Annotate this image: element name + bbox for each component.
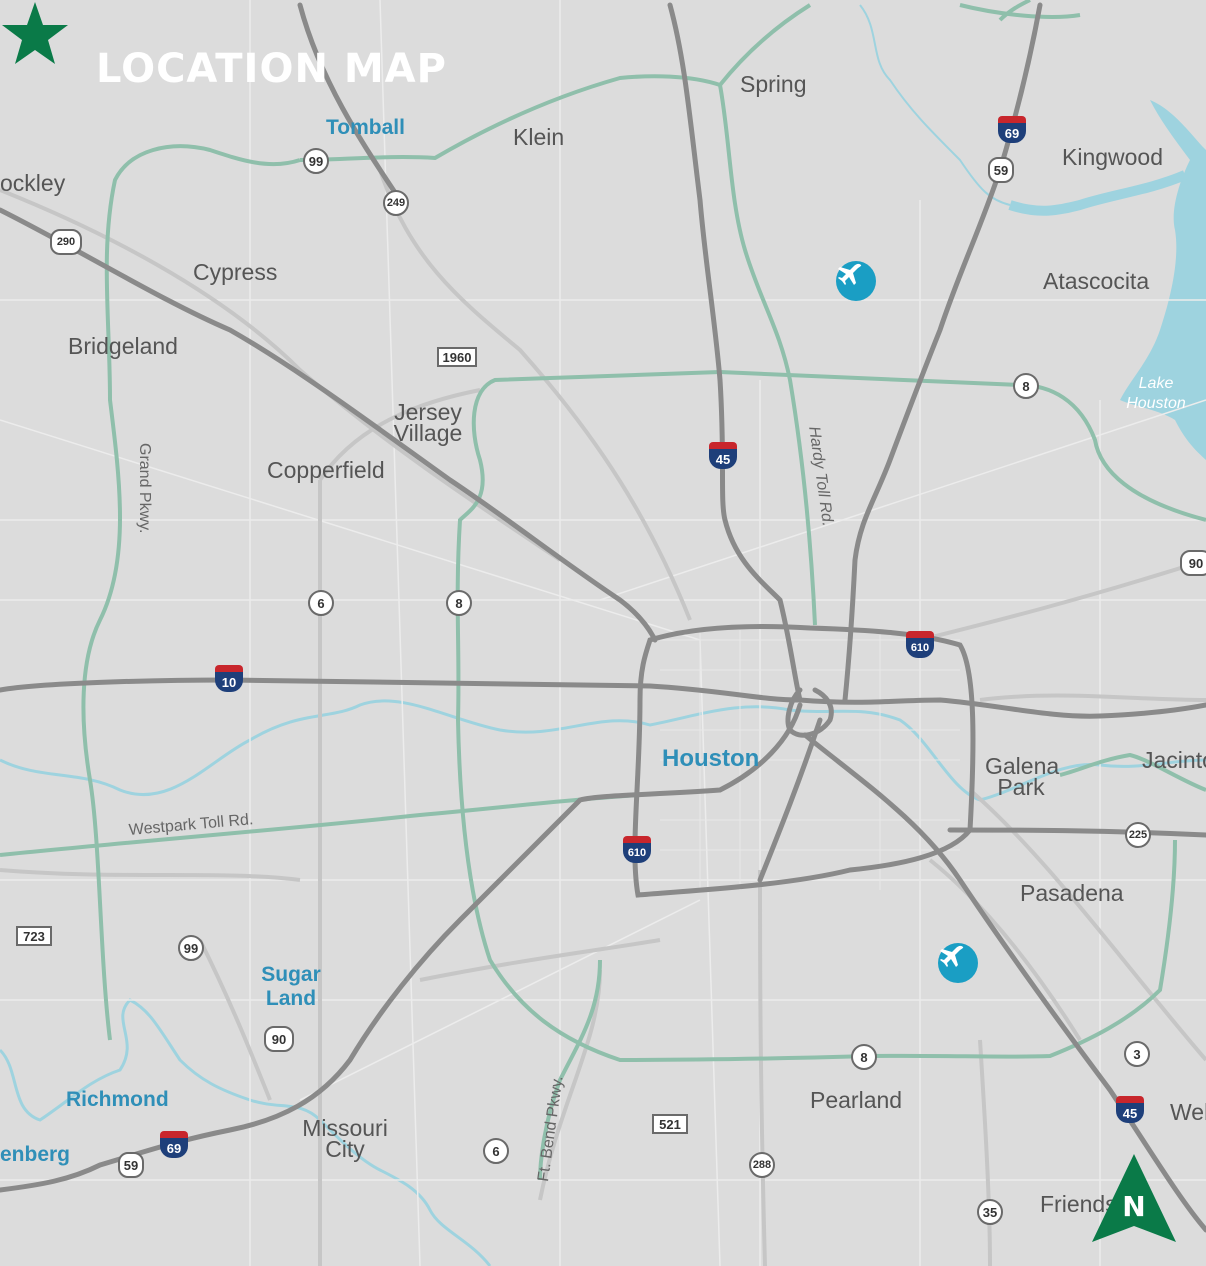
- city-label-jersey-village: Jersey Village: [393, 399, 463, 446]
- highway-shield-8-northeast: 8: [1013, 373, 1039, 399]
- interstate-45-south-road: [802, 732, 1206, 1233]
- highway-shield-99: 99: [303, 148, 329, 174]
- map-title: LOCATION MAP: [96, 46, 447, 92]
- grand-parkway-road: [81, 144, 301, 1041]
- interstate-shield-69-north: 69: [998, 116, 1026, 146]
- interstate-shield-45-north: 45: [709, 442, 737, 472]
- major-highways: [0, 2, 1206, 1233]
- westpark-toll-road: [0, 793, 641, 857]
- highway-shield-6-south: 6: [483, 1138, 509, 1164]
- city-label-atascocita: Atascocita: [1043, 268, 1150, 294]
- interstate-shield-10: 10: [215, 665, 243, 695]
- star-icon: [2, 2, 68, 64]
- city-label-copperfield: Copperfield: [267, 457, 385, 483]
- airplane-icon: [938, 943, 978, 983]
- city-label-cypress: Cypress: [193, 259, 278, 285]
- city-label-missouri-city: Missouri City: [302, 1115, 388, 1162]
- city-label-spring: Spring: [740, 71, 807, 97]
- highway-shield-6-west: 6: [308, 590, 334, 616]
- highway-shield-225: 225: [1125, 822, 1151, 848]
- interstate-shield-610-northeast: 610: [906, 631, 934, 661]
- water-label-lake-houston: Lake Houston: [1126, 375, 1186, 412]
- highway-shield-521: 521: [652, 1114, 688, 1134]
- city-label-webster: Web: [1170, 1099, 1206, 1125]
- city-label-pasadena: Pasadena: [1020, 880, 1124, 906]
- city-label-bridgeland: Bridgeland: [68, 333, 178, 359]
- ft-bend-pkwy-road: [538, 959, 602, 1181]
- city-label-houston: Houston: [662, 745, 760, 772]
- city-label-friendswood: Friends: [1040, 1191, 1117, 1217]
- highway-shield-90-east: 90: [1180, 550, 1206, 576]
- north-arrow-icon: N: [1090, 1152, 1178, 1246]
- road-label-grand-pkwy: Grand Pkwy.: [136, 443, 153, 534]
- city-label-sugar-land: Sugar Land: [261, 963, 321, 1010]
- highway-shield-288: 288: [749, 1152, 775, 1178]
- city-label-richmond: Richmond: [66, 1088, 169, 1111]
- interstate-45-north-road: [667, 2, 803, 703]
- highway-shield-249: 249: [383, 190, 409, 216]
- city-label-pearland: Pearland: [810, 1087, 903, 1113]
- city-label-kingwood: Kingwood: [1062, 144, 1164, 170]
- interstate-shield-45-south: 45: [1116, 1096, 1144, 1126]
- highway-shield-59-north: 59: [988, 157, 1014, 183]
- secondary-roads: [0, 169, 1206, 1266]
- highway-shield-290: 290: [50, 229, 82, 255]
- lake-houston-water: [1120, 100, 1206, 460]
- city-label-jacinto: Jacinto: [1142, 747, 1206, 773]
- toll-roads: [0, 0, 1206, 1181]
- interstate-shield-610-southwest: 610: [623, 836, 651, 866]
- highway-shield-35: 35: [977, 1199, 1003, 1225]
- city-label-hockley: ockley: [0, 170, 66, 196]
- highway-shield-90-southwest: 90: [264, 1026, 294, 1052]
- brazos-river: [0, 998, 492, 1266]
- highway-shield-723: 723: [16, 926, 52, 946]
- interstate-shield-69-south: 69: [160, 1131, 188, 1161]
- us-59-north-road: [842, 2, 1043, 703]
- north-arrow-label: N: [1122, 1190, 1146, 1223]
- highway-shield-8-south: 8: [851, 1044, 877, 1070]
- highway-shield-99-south: 99: [178, 935, 204, 961]
- city-label-rosenberg: enberg: [0, 1143, 71, 1166]
- city-label-klein: Klein: [513, 124, 565, 150]
- airplane-icon: [836, 261, 876, 301]
- beltway-8-road: [455, 369, 1206, 1063]
- san-jacinto-river: [1008, 170, 1187, 216]
- city-label-tomball: Tomball: [326, 116, 405, 139]
- hardy-toll-road: [718, 84, 817, 626]
- city-label-galena-park: Galena Park: [985, 753, 1060, 800]
- highway-shield-3: 3: [1124, 1041, 1150, 1067]
- highway-shield-59-south: 59: [118, 1152, 144, 1178]
- highway-shield-1960: 1960: [437, 347, 477, 367]
- highway-shield-8-west: 8: [446, 590, 472, 616]
